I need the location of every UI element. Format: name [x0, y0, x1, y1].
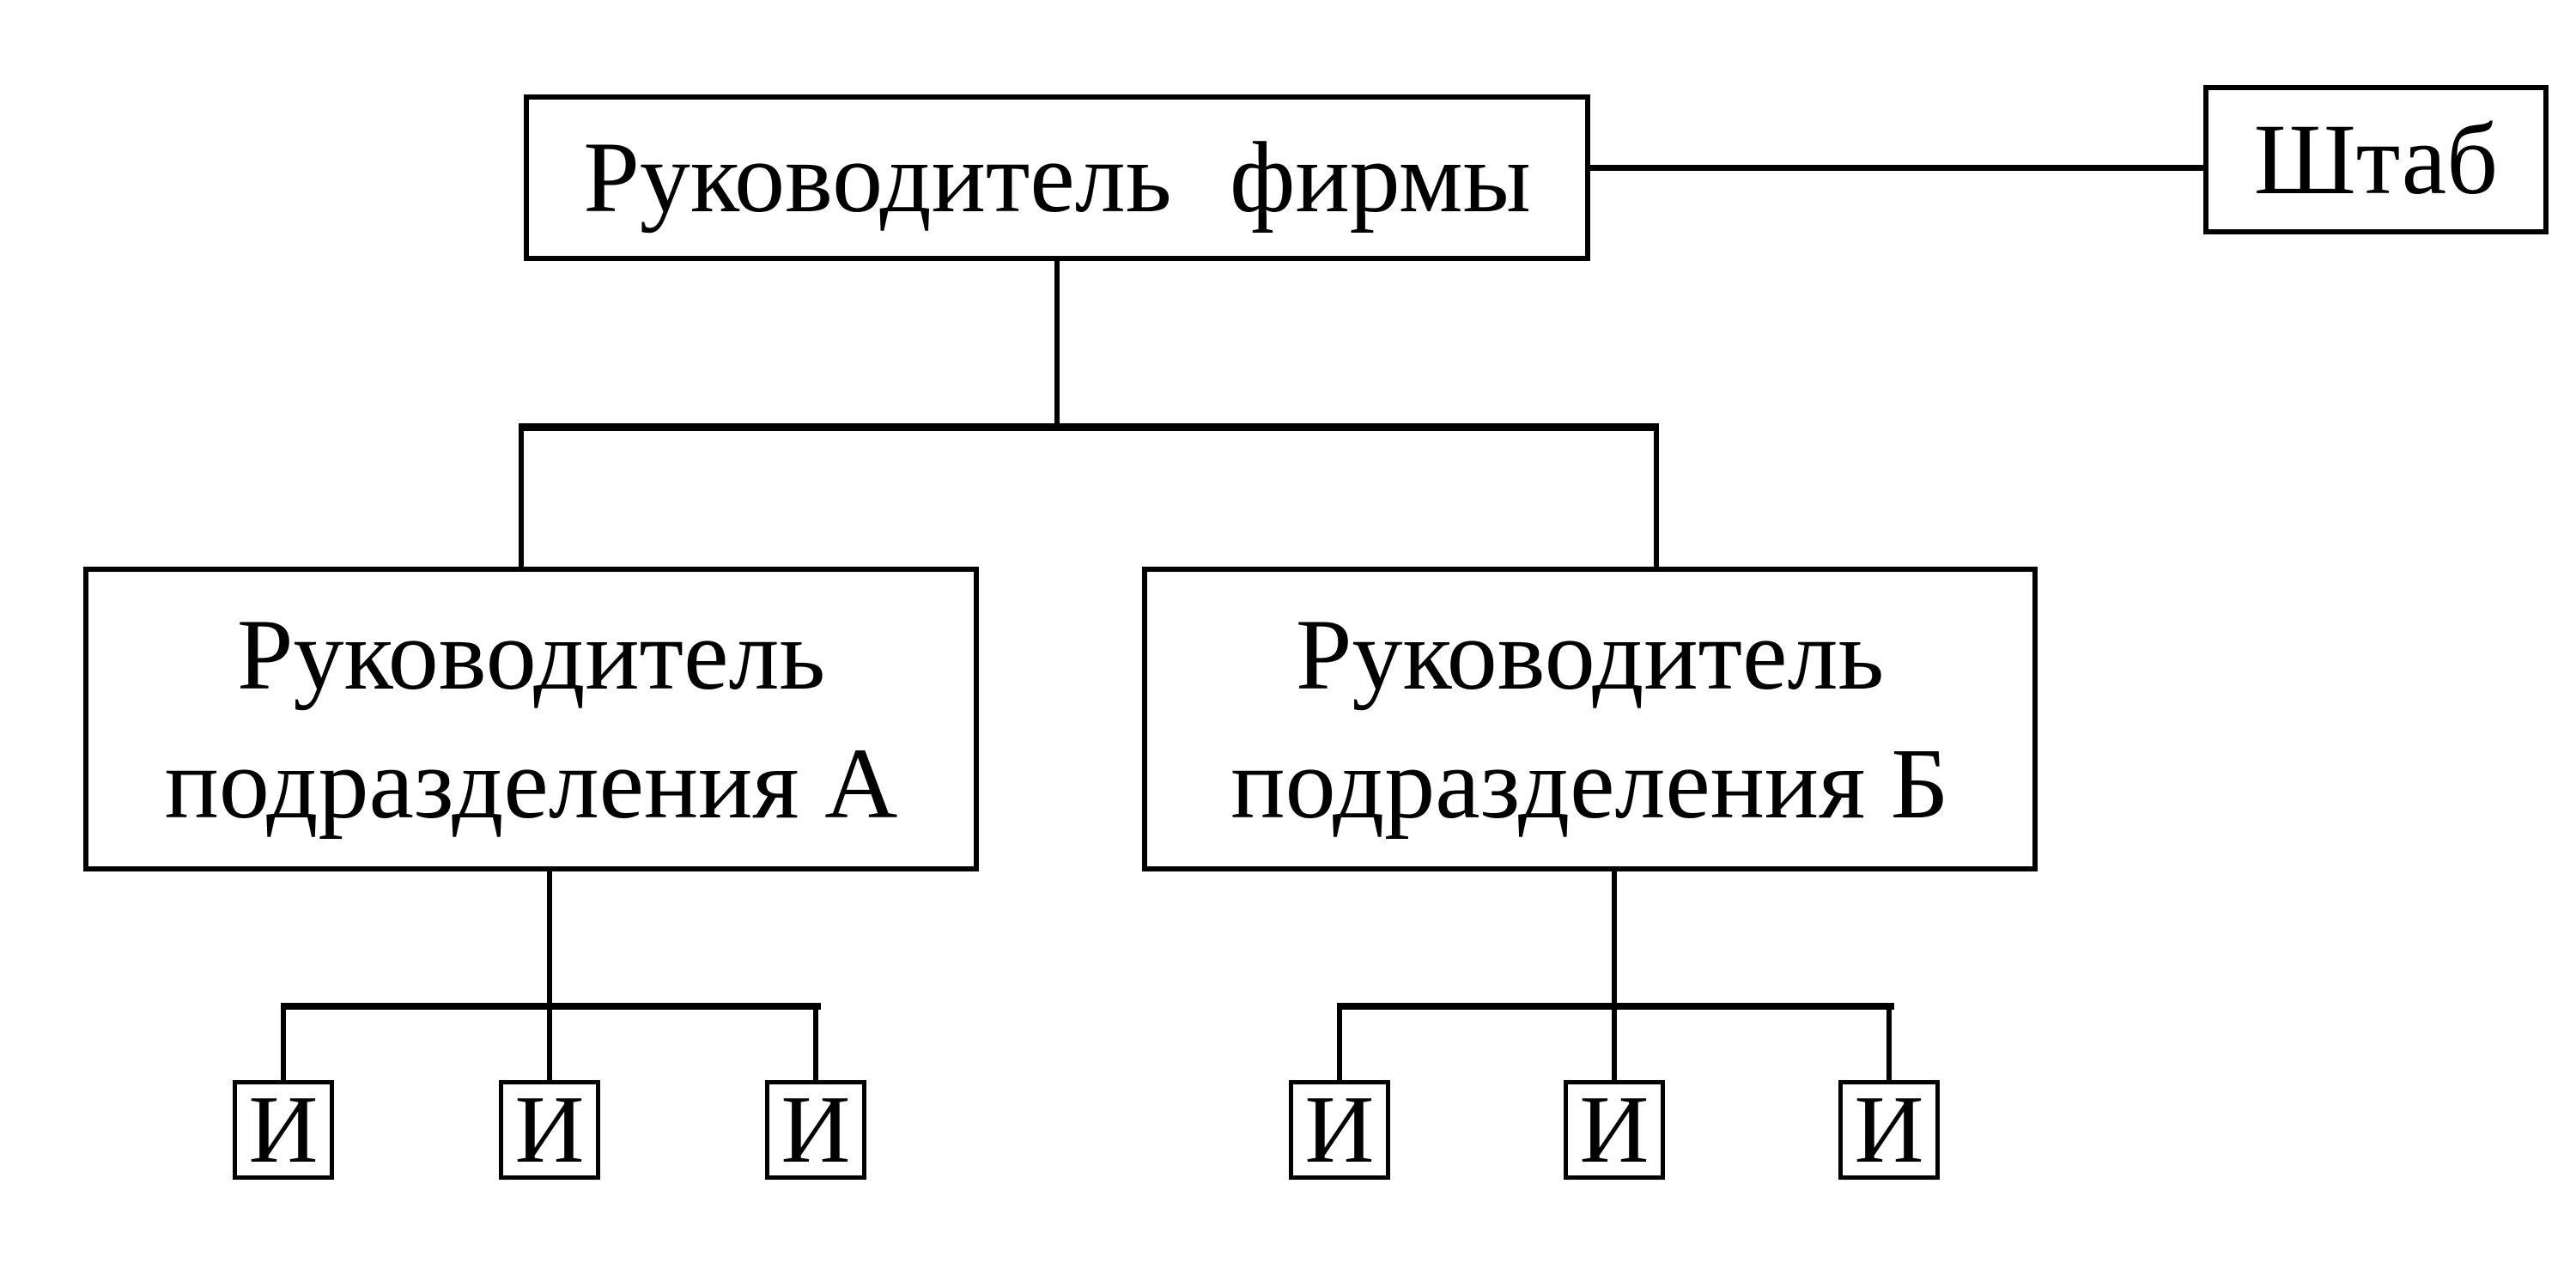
node-executor-b1-label: И	[1304, 1077, 1375, 1183]
connector-root-drop	[1054, 261, 1060, 429]
node-staff-label: Штаб	[2253, 103, 2499, 216]
node-executor-a2-label: И	[514, 1077, 585, 1183]
node-executor-b2-label: И	[1579, 1077, 1649, 1183]
node-executor-a3-label: И	[781, 1077, 851, 1183]
connector-drop-division-a	[519, 423, 524, 568]
node-division-a-label-line1: Руководитель	[236, 598, 826, 711]
connector-drop-division-b	[1654, 423, 1659, 568]
node-executor-a1-label: И	[248, 1077, 319, 1183]
connector-executors-b-rail	[1337, 1003, 1894, 1010]
node-executor-b3: И	[1838, 1080, 1940, 1180]
node-executor-b3-label: И	[1854, 1077, 1924, 1183]
node-executor-a3: И	[765, 1080, 866, 1180]
node-company-head-label: Руководитель фирмы	[583, 121, 1531, 234]
connector-executors-a-rail	[281, 1003, 821, 1010]
node-executor-a1: И	[233, 1080, 334, 1180]
connector-executor-b1-drop	[1337, 1003, 1342, 1080]
connector-executor-b3-drop	[1886, 1003, 1892, 1080]
connector-root-to-staff	[1590, 165, 2203, 171]
node-company-head: Руководитель фирмы	[524, 94, 1590, 261]
node-executor-b2: И	[1564, 1080, 1665, 1180]
connector-executor-a1-drop	[281, 1003, 286, 1080]
node-executor-b1: И	[1289, 1080, 1390, 1180]
connector-division-b-down	[1612, 870, 1617, 1080]
connector-executor-a3-drop	[813, 1003, 818, 1080]
node-division-b-head: Руководитель подразделения Б	[1142, 567, 2038, 871]
node-division-a-label-line2: подразделения А	[164, 726, 898, 840]
node-division-a-head: Руководитель подразделения А	[83, 567, 979, 871]
node-division-b-label-line1: Руководитель	[1295, 598, 1885, 711]
connector-divisions-rail	[519, 423, 1659, 431]
node-executor-a2: И	[499, 1080, 600, 1180]
node-division-b-label-line2: подразделения Б	[1230, 726, 1949, 840]
node-staff: Штаб	[2203, 85, 2549, 234]
connector-division-a-down	[547, 870, 552, 1080]
